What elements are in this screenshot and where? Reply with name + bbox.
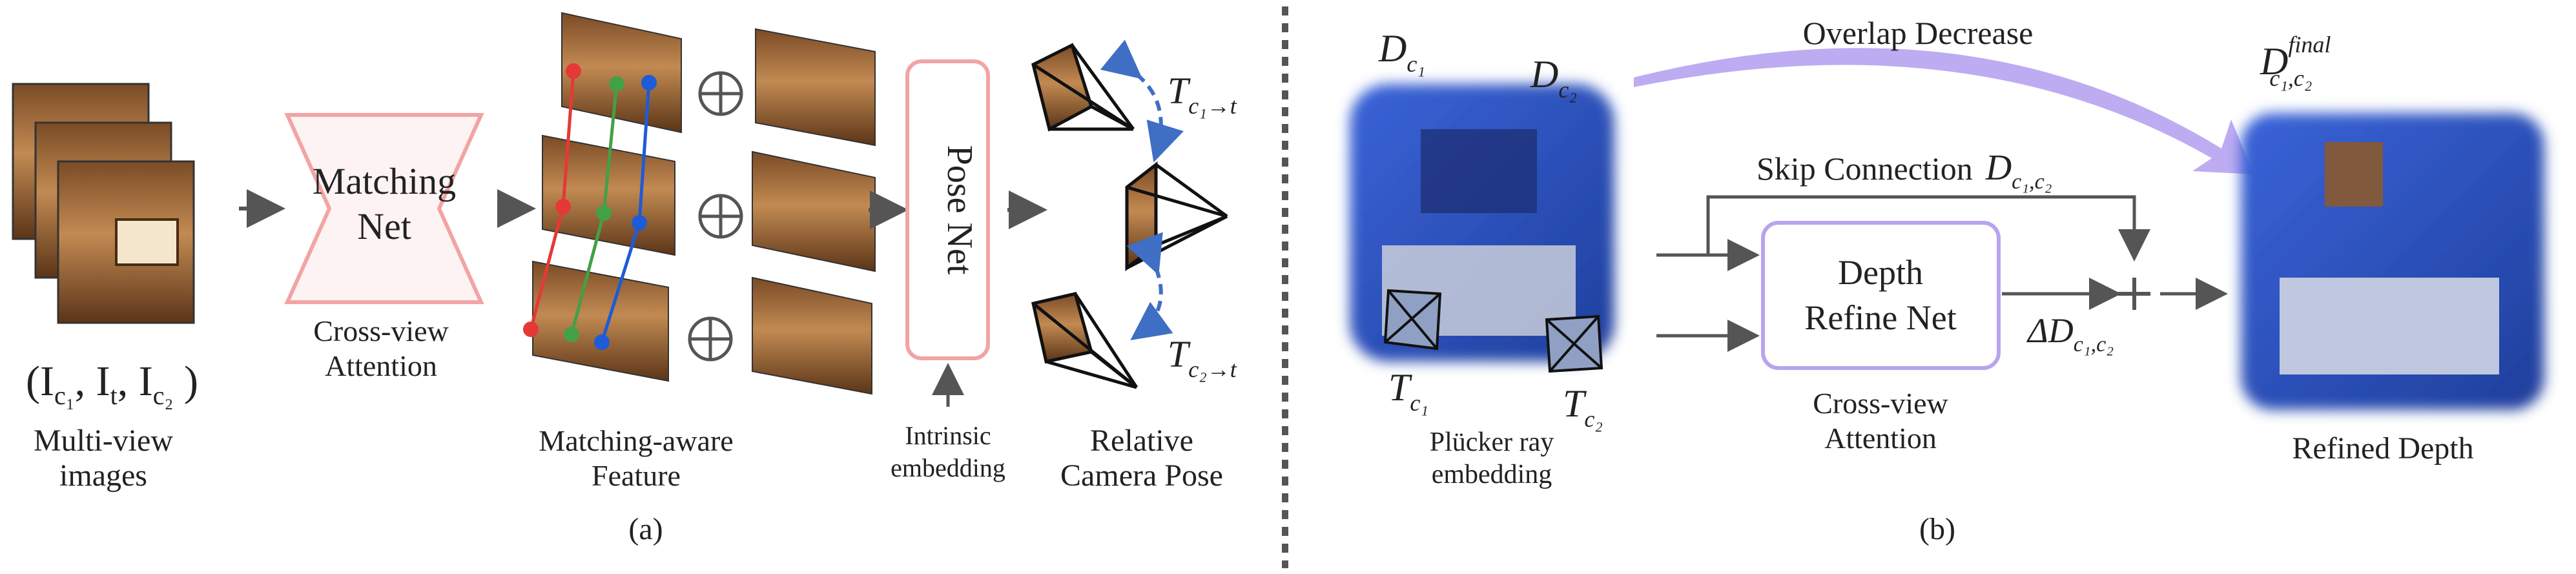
camera-frustum-target [1125, 161, 1228, 272]
plucker-camera-c1 [1383, 289, 1442, 351]
depth-c1-label: Dc₁ [1378, 27, 1425, 77]
plucker-line1: Plücker ray [1430, 427, 1554, 457]
pose-net-box [905, 59, 990, 360]
camera-frustum-c2 [1031, 292, 1139, 389]
plucker-line2: embedding [1432, 460, 1552, 489]
camera-frustum-c1 [1031, 43, 1135, 132]
feature-maps-right [752, 28, 876, 395]
refine-net-box [1761, 221, 2001, 370]
matching-attn-line2: Attention [325, 349, 437, 382]
refine-attn-line1: Cross-view [1813, 387, 1948, 420]
skip-connection-line [1706, 195, 2150, 261]
refined-depth-image [2241, 113, 2544, 410]
refine-net-line2: Refine Net [1804, 298, 1956, 337]
refine-attn-line2: Attention [1824, 422, 1937, 455]
intrinsic-line1: Intrinsic [905, 421, 991, 450]
plucker-t-c1: Tc₁ [1388, 366, 1428, 416]
refined-label: Refined Depth [2292, 431, 2473, 466]
feature-label-line2: Feature [592, 459, 681, 492]
input-image-stack [12, 83, 195, 324]
pose-output-line1: Relative [1090, 424, 1193, 458]
matching-net-line1: Matching [313, 160, 456, 202]
pose-output-line2: Camera Pose [1060, 458, 1223, 493]
overlap-decrease-arrow [1634, 48, 2254, 174]
plucker-camera-c2 [1545, 314, 1603, 373]
input-label-line2: images [59, 458, 147, 493]
matching-net-box [284, 113, 484, 304]
plucker-t-c2: Tc₂ [1563, 382, 1603, 432]
caption-a: (a) [628, 512, 663, 546]
matching-attn-line1: Cross-view [313, 314, 449, 347]
pose-arrow-c1 [1100, 39, 1184, 163]
match-lines [523, 63, 657, 350]
pose-arrow-c2 [1126, 232, 1173, 341]
delta-depth-label: ΔDc₁,c₂ [2026, 311, 2114, 356]
input-symbol: (Ic₁, It, Ic₂ ) [26, 358, 198, 410]
intrinsic-line2: embedding [891, 453, 1005, 482]
sum-operator [2118, 278, 2150, 310]
input-label-line1: Multi-view [34, 424, 173, 458]
refine-net-line1: Depth [1838, 253, 1923, 292]
caption-b: (b) [1919, 512, 1955, 546]
input-window-icon [115, 218, 179, 266]
pose-label-c2: Tc₂→t [1168, 333, 1237, 382]
depth-c2-label: Dc₂ [1530, 53, 1577, 103]
pose-net-label: Pose Net [940, 145, 980, 275]
oplus-symbols [688, 71, 743, 362]
pose-label-c1: Tc₁→t [1168, 70, 1237, 119]
feature-label-line1: Matching-aware [539, 424, 733, 457]
overlap-label: Overlap Decrease [1803, 15, 2034, 51]
matching-net-line2: Net [357, 205, 411, 247]
